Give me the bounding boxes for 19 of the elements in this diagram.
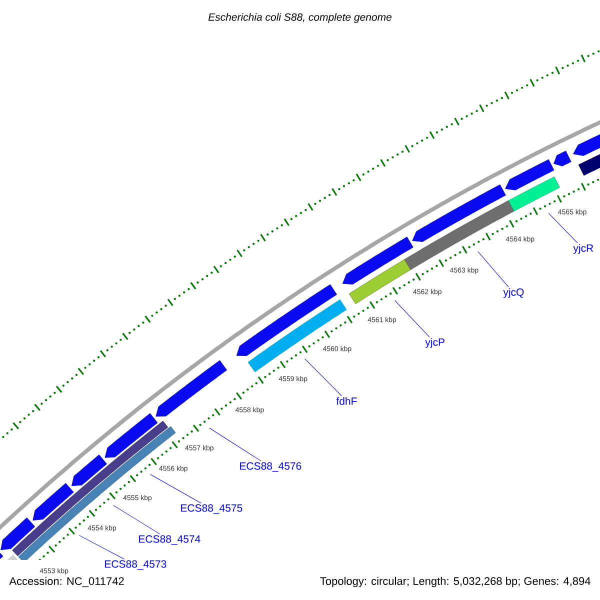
gene-label: ECS88_4576 [240, 462, 302, 472]
leader-line [113, 505, 160, 534]
gene-label: ECS88_4573 [105, 560, 166, 570]
accession-label: Accession: NC_011742 [9, 576, 124, 588]
leader-line [394, 300, 430, 338]
gene-label: ECS88_4575 [181, 504, 242, 514]
gene-label: yjcR [573, 244, 594, 254]
leader-line [209, 428, 262, 462]
leader-line [548, 213, 578, 244]
title: Escherichia coli S88, complete genome [208, 13, 392, 23]
leader-line [304, 358, 342, 396]
gene-label: ECS88_4574 [139, 535, 200, 545]
gene-label: yjcQ [503, 288, 524, 298]
leader-line [478, 251, 509, 288]
leader-line [150, 474, 202, 504]
gene-label: yjcP [425, 338, 444, 348]
gene-label: fdhF [336, 397, 357, 405]
leader-line [78, 535, 124, 560]
genome-info-label: Topology: circular; Length: 5,032,268 bp; Genes: 4,894 [320, 576, 590, 588]
